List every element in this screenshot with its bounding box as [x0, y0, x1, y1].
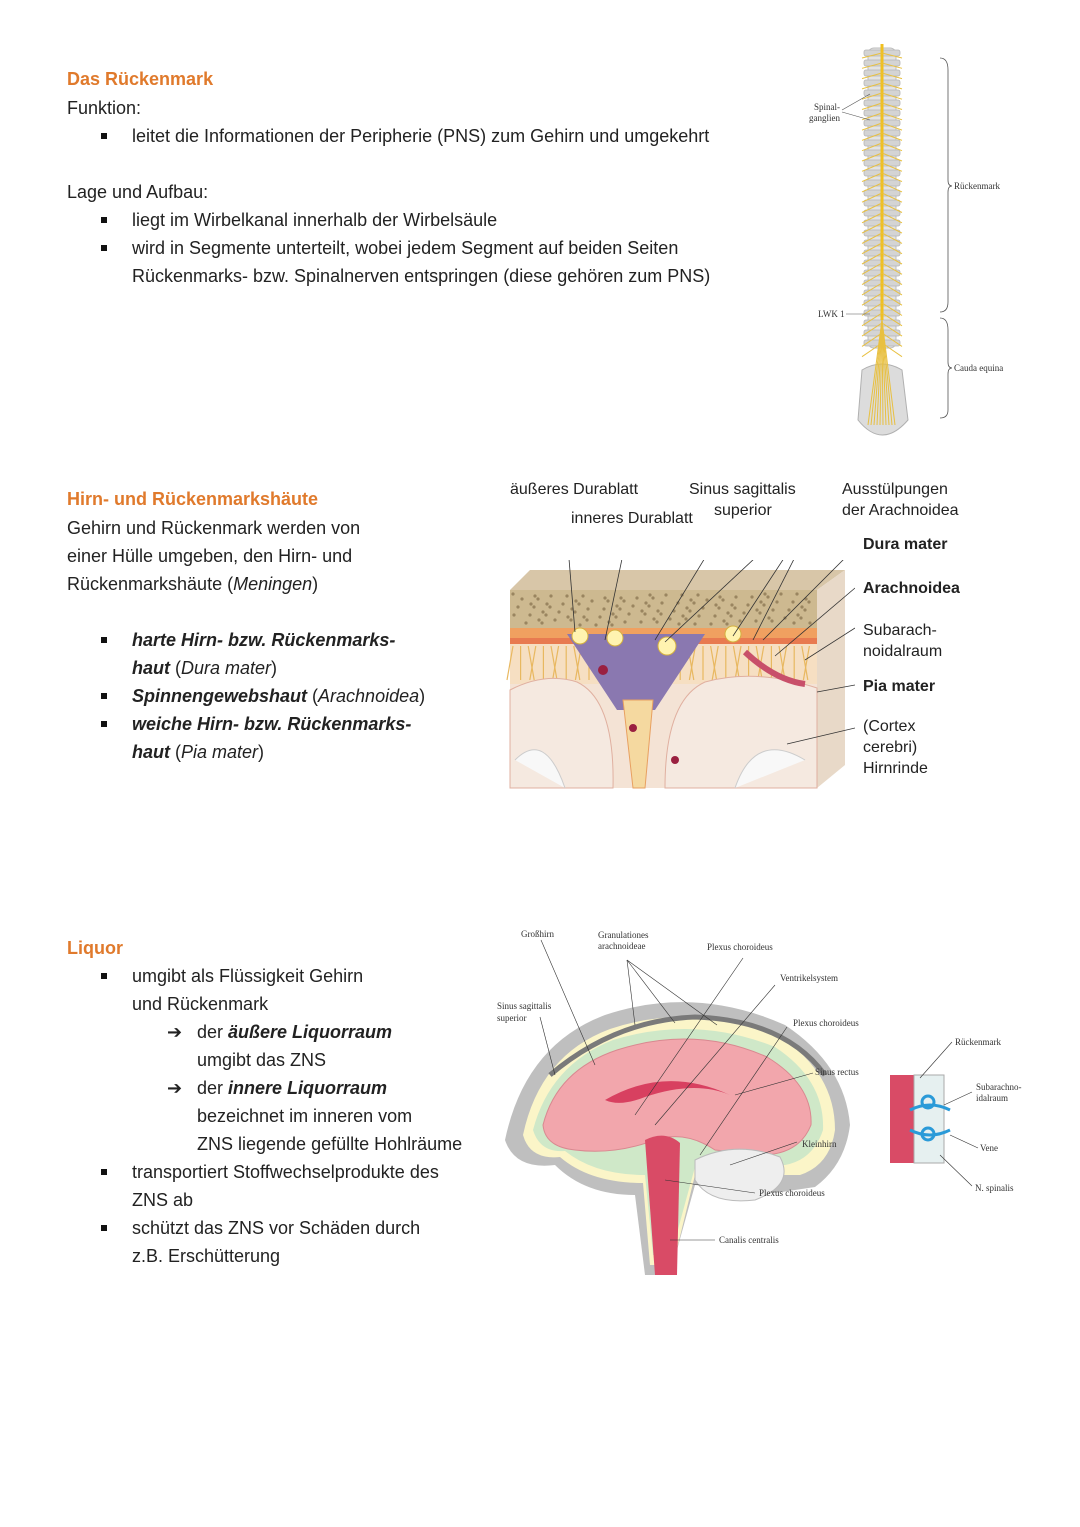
label-canalis-centralis: Canalis centralis [719, 1235, 779, 1245]
list-item: liegt im Wirbelkanal innerhalb der Wirbe… [67, 206, 787, 234]
label-inneres-durablatt: inneres Durablatt [571, 510, 693, 527]
funktion-label: Funktion: [67, 98, 142, 118]
section-title-rueckenmark: Das Rückenmark [67, 69, 214, 89]
label-plexus-choroideus-3: Plexus choroideus [759, 1188, 825, 1198]
meninges-figure [506, 560, 855, 789]
label-pia-mater: Pia mater [863, 678, 936, 695]
label-cauda-equina: Cauda equina [954, 363, 1003, 373]
list-item: leitet die Informationen der Peripherie … [67, 122, 767, 150]
label-grosshirn: Großhirn [521, 929, 554, 939]
label-arachnoidea: Arachnoidea [863, 580, 960, 597]
label-sinus-rectus: Sinus rectus [815, 1067, 859, 1077]
arrow-right-icon: ➔ [167, 1078, 183, 1098]
section-title-liquor: Liquor [67, 938, 123, 958]
lage-list: liegt im Wirbelkanal innerhalb der Wirbe… [67, 206, 787, 290]
list-item: wird in Segmente unterteilt, wobei jedem… [67, 234, 787, 290]
label-spinalganglien: Spinal- [814, 102, 840, 112]
label-subarachnoidalraum: Subarach-noidalraum [863, 622, 943, 660]
label-ausstuelpungen: Ausstülpungen [842, 481, 948, 498]
label-plexus-choroideus-2: Plexus choroideus [793, 1018, 859, 1028]
bullet-icon [101, 1225, 107, 1231]
label-lwk1: LWK 1 [818, 309, 845, 319]
label-vene: Vene [980, 1143, 998, 1153]
label-sinus-sagittalis-2: Sinus sagittalis [497, 1001, 552, 1011]
list-item: Spinnengewebshaut (Arachnoidea) [67, 682, 467, 710]
label-plexus-choroideus-1: Plexus choroideus [707, 942, 773, 952]
bullet-icon [101, 973, 107, 979]
label-rueckenmark-inset: Rückenmark [955, 1037, 1001, 1047]
meningen-list: harte Hirn- bzw. Rückenmarks-haut (Dura … [67, 626, 467, 766]
label-dura-mater: Dura mater [863, 536, 948, 553]
bullet-icon [101, 133, 107, 139]
spine-figure: Spinal- ganglien Rückenmark LWK 1 Cauda … [809, 44, 1003, 436]
label-rueckenmark: Rückenmark [954, 181, 1000, 191]
label-ventrikelsystem: Ventrikelsystem [780, 973, 838, 983]
label-n-spinalis: N. spinalis [975, 1183, 1014, 1193]
arrow-right-icon: ➔ [167, 1022, 183, 1042]
label-subarachnoidalraum-inset-2: idalraum [976, 1093, 1008, 1103]
bullet-icon [101, 217, 107, 223]
label-kleinhirn: Kleinhirn [802, 1139, 837, 1149]
label-arachnoidea-ausst: der Arachnoidea [842, 502, 959, 519]
list-item: harte Hirn- bzw. Rückenmarks-haut (Dura … [67, 626, 467, 682]
bullet-icon [101, 637, 107, 643]
label-granulationes: Granulationes [598, 930, 649, 940]
label-arachnoideae: arachnoideae [598, 941, 645, 951]
spinal-inset-figure: Rückenmark Subarachno- idalraum Vene N. … [890, 1037, 1021, 1193]
label-sinus-superior-2: superior [497, 1013, 527, 1023]
bullet-icon [101, 693, 107, 699]
bullet-icon [101, 721, 107, 727]
funktion-list: leitet die Informationen der Peripherie … [67, 122, 767, 150]
brain-figure: Großhirn Granulationes arachnoideae Plex… [497, 929, 859, 1275]
label-subarachnoidalraum-inset: Subarachno- [976, 1082, 1021, 1092]
bullet-icon [101, 245, 107, 251]
list-item: weiche Hirn- bzw. Rückenmarks-haut (Pia … [67, 710, 467, 766]
bullet-icon [101, 1169, 107, 1175]
label-spinalganglien-2: ganglien [809, 113, 840, 123]
section-title-meningen: Hirn- und Rückenmarkshäute [67, 489, 319, 509]
lage-label: Lage und Aufbau: [67, 182, 209, 202]
label-aeusseres-durablatt: äußeres Durablatt [510, 481, 639, 498]
label-sinus-superior: superior [714, 502, 772, 519]
label-sinus-sagittalis: Sinus sagittalis [689, 481, 796, 498]
meningen-intro: Gehirn und Rückenmark werden von einer H… [67, 518, 361, 594]
